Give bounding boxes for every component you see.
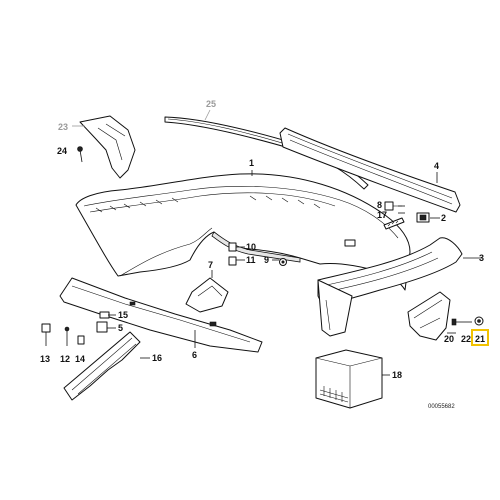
part-11-clip	[228, 256, 237, 266]
callout-16: 16	[152, 353, 162, 363]
callout-23: 23	[58, 122, 68, 132]
highlight-box-21	[471, 329, 489, 346]
part-24-screw	[77, 146, 83, 163]
part-20-bracket	[407, 291, 451, 341]
part-12-screw	[64, 326, 70, 346]
part-16-panel	[63, 331, 141, 401]
drawing-code: 00055682	[428, 404, 455, 410]
part-6-spoiler	[59, 277, 263, 353]
part-22-screw	[451, 318, 472, 326]
part-2-clip	[416, 212, 430, 223]
callout-15: 15	[118, 310, 128, 320]
part-13-clip	[41, 323, 51, 346]
callout-20: 20	[444, 334, 454, 344]
callout-8: 8	[377, 200, 382, 210]
part-10-clip	[228, 242, 237, 252]
part-1-bumper	[75, 173, 411, 291]
part-5-bracket	[96, 321, 108, 333]
part-21-nut	[474, 316, 484, 326]
part-18-box	[315, 349, 383, 409]
part-17-screw	[383, 217, 405, 230]
callout-24: 24	[57, 146, 67, 156]
part-9-nut	[279, 258, 287, 266]
callout-22: 22	[461, 334, 471, 344]
callout-3: 3	[479, 253, 484, 263]
part-23-bracket	[79, 115, 136, 179]
callout-18: 18	[392, 370, 402, 380]
part-15-bracket	[99, 311, 110, 319]
callout-10: 10	[246, 242, 256, 252]
part-7-bracket	[185, 277, 229, 313]
callout-4: 4	[434, 161, 439, 171]
callout-6: 6	[192, 350, 197, 360]
callout-5: 5	[118, 323, 123, 333]
callout-9: 9	[264, 255, 269, 265]
callout-12: 12	[60, 354, 70, 364]
callout-11: 11	[246, 255, 256, 265]
callout-labels: 25 23 24 1 4 3 2 8 17 10 11 9 7 6 15 5 1…	[40, 99, 485, 380]
callout-21: 21	[475, 334, 485, 344]
callout-13: 13	[40, 354, 50, 364]
leader-lines	[72, 109, 482, 376]
part-14-clip	[77, 335, 85, 345]
callout-2: 2	[441, 213, 446, 223]
callout-25: 25	[206, 99, 216, 109]
callout-14: 14	[75, 354, 85, 364]
callout-7: 7	[208, 260, 213, 270]
callout-1: 1	[249, 158, 254, 168]
callout-17: 17	[377, 210, 387, 220]
part-3-corner-trim	[317, 237, 463, 337]
part-4-strip	[279, 127, 461, 213]
